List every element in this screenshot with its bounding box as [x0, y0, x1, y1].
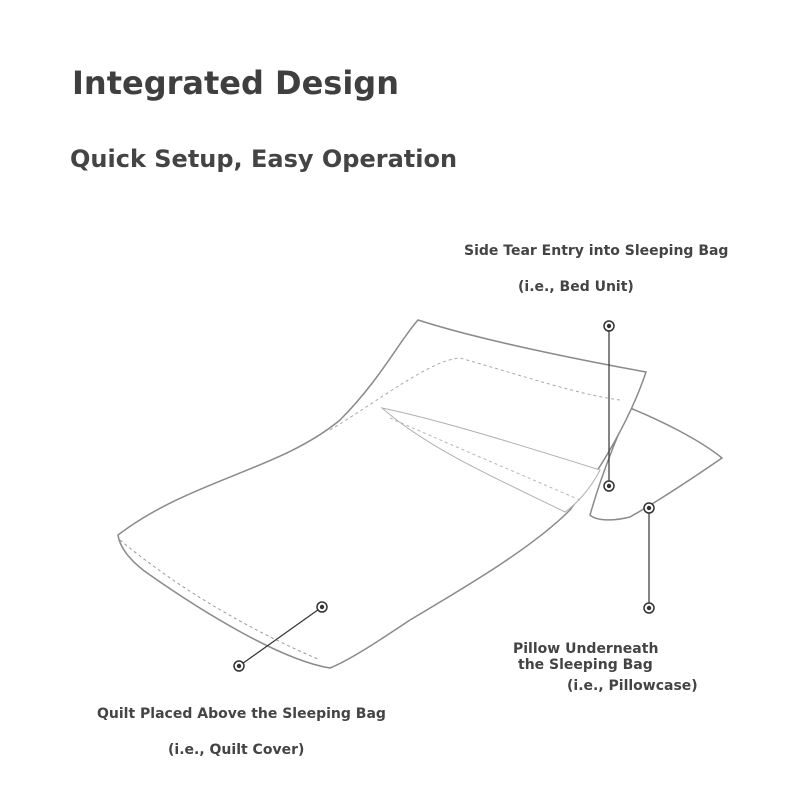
pillow-label-2: the Sleeping Bag — [518, 657, 653, 673]
pillow-sublabel: (i.e., Pillowcase) — [567, 678, 698, 694]
quilt-shape — [117, 319, 647, 669]
pillow-label: Pillow Underneath — [513, 641, 659, 657]
inner-flap — [380, 407, 601, 513]
quilt-sublabel: (i.e., Quilt Cover) — [168, 742, 305, 758]
side-tear-label: Side Tear Entry into Sleeping Bag — [464, 243, 729, 259]
pillow-shape — [589, 407, 724, 521]
page-subtitle: Quick Setup, Easy Operation — [70, 145, 458, 173]
leader-quilt — [238, 606, 323, 667]
page-title: Integrated Design — [72, 64, 399, 102]
stitch-line-top — [329, 357, 621, 431]
stitch-line-left — [119, 539, 321, 661]
side-tear-sublabel: (i.e., Bed Unit) — [518, 279, 634, 295]
quilt-label: Quilt Placed Above the Sleeping Bag — [97, 706, 386, 722]
